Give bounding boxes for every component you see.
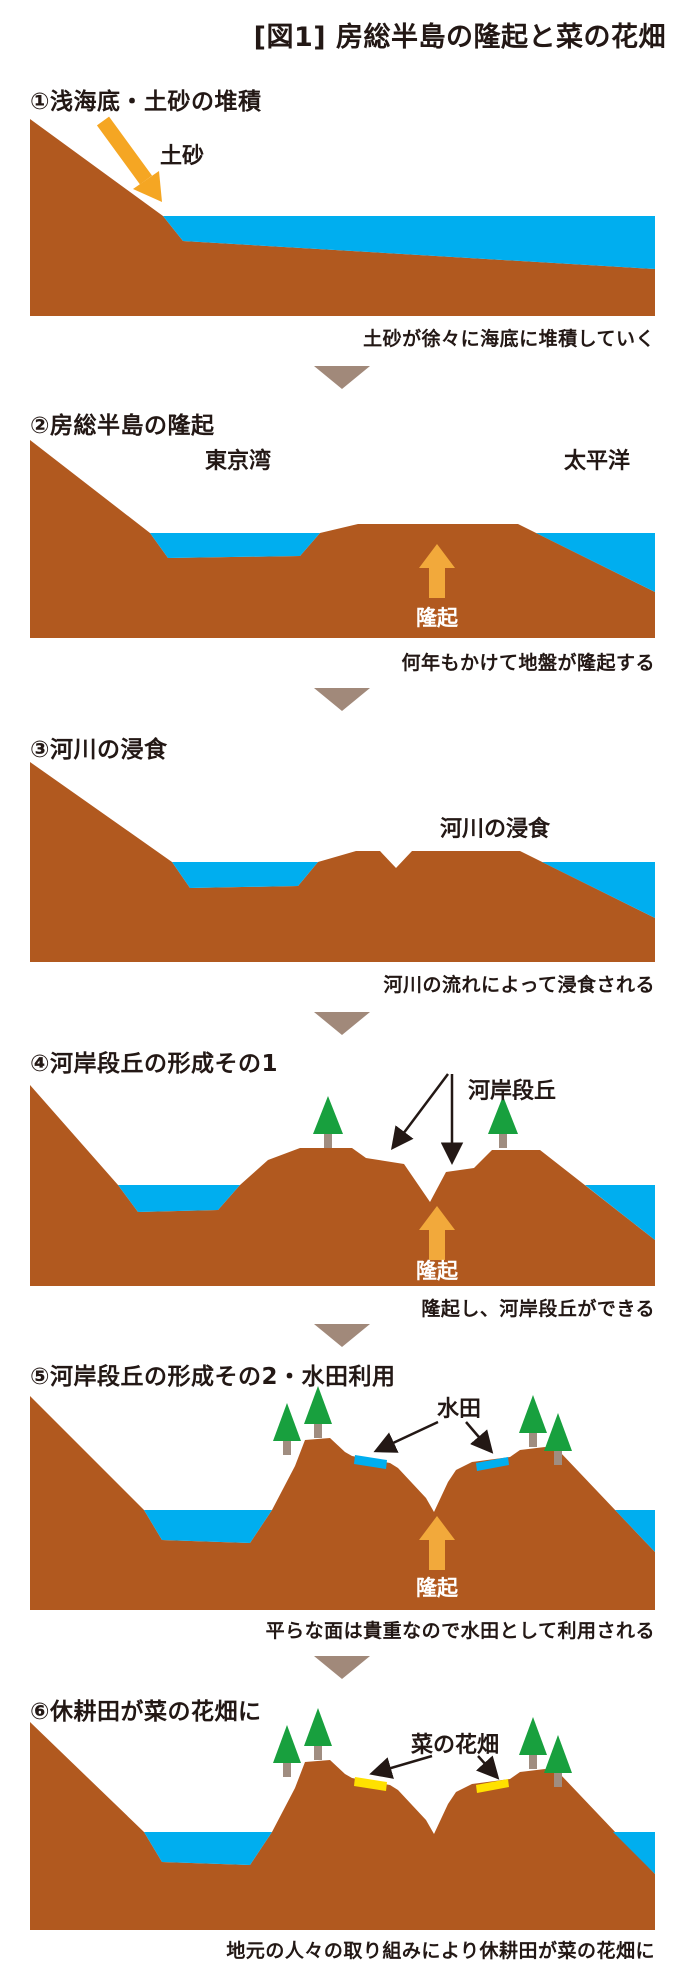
rice-paddy-strip	[354, 1455, 387, 1469]
panel6-heading: ⑥休耕田が菜の花畑に	[30, 1699, 262, 1725]
panel4-caption: 隆起し、河岸段丘ができる	[421, 1298, 655, 1320]
tokyo-bay-label: 東京湾	[205, 448, 271, 474]
step-separator-triangle	[314, 1656, 370, 1679]
paddy-pointer-arrow	[465, 1421, 494, 1454]
rapeseed-field-strip	[476, 1779, 509, 1793]
panel5-bay-water	[144, 1510, 272, 1543]
uplift-arrow	[419, 544, 455, 598]
tree	[519, 1395, 547, 1447]
panel5-diagram: 水田 隆起	[30, 1386, 655, 1610]
panel1-diagram: 土砂	[30, 116, 655, 316]
panel3-bay-water	[172, 862, 318, 888]
panel6-bay-water	[144, 1832, 272, 1865]
step-separator-triangle	[314, 1324, 370, 1347]
flower-field-pointer-arrow	[475, 1755, 500, 1780]
uplift-label: 隆起	[416, 1259, 459, 1283]
panel4-heading: ④河岸段丘の形成その1	[30, 1051, 278, 1077]
panel5-land	[30, 1396, 655, 1610]
figure-title: [図1] 房総半島の隆起と菜の花畑	[253, 22, 666, 53]
paddy-label: 水田	[437, 1397, 481, 1422]
panel3-land	[30, 762, 655, 962]
tree	[488, 1096, 518, 1148]
panel6-land	[30, 1722, 655, 1930]
panel1-caption: 土砂が徐々に海底に堆積していく	[363, 328, 655, 350]
sediment-label: 土砂	[160, 143, 204, 169]
panel2-diagram: 東京湾 太平洋 隆起	[30, 440, 655, 638]
panel4-diagram: 河岸段丘 隆起	[30, 1073, 655, 1286]
uplift-arrow	[419, 1516, 455, 1570]
sediment-arrowhead	[133, 171, 162, 202]
terrace-pointer-arrow	[391, 1073, 449, 1150]
panel2-caption: 何年もかけて地盤が隆起する	[401, 652, 655, 674]
step-separator-triangle	[314, 688, 370, 711]
panel6-pacific-water	[613, 1832, 655, 1874]
panel3-pacific-water	[542, 862, 655, 918]
flower-field-pointer-arrow	[369, 1754, 433, 1779]
panel2-land	[30, 440, 655, 638]
uplift-label: 隆起	[416, 606, 459, 630]
panel5-pacific-water	[615, 1510, 655, 1552]
panel1-land	[30, 119, 655, 316]
panel4-pacific-water	[585, 1185, 655, 1240]
tree	[304, 1386, 332, 1438]
panel3-caption: 河川の流れによって浸食される	[383, 974, 655, 996]
river-terrace-label: 河岸段丘	[468, 1078, 556, 1104]
paddy-pointer-arrow	[373, 1420, 439, 1453]
panel2-pacific-water	[536, 533, 655, 592]
pacific-label: 太平洋	[564, 448, 630, 474]
tree	[273, 1725, 301, 1777]
rice-paddy-strip	[476, 1457, 509, 1471]
panel1-heading: ①浅海底・土砂の堆積	[30, 89, 262, 115]
uplift-arrow	[419, 1206, 455, 1260]
tree	[519, 1717, 547, 1769]
sediment-arrow	[96, 116, 153, 185]
panel6-caption: 地元の人々の取り組みにより休耕田が菜の花畑に	[226, 1940, 655, 1962]
panel4-land	[30, 1085, 655, 1286]
panel3-heading: ③河川の浸食	[30, 737, 168, 763]
panel5-caption: 平らな面は貴重なので水田として利用される	[265, 1620, 655, 1642]
tree	[544, 1735, 572, 1787]
rapeseed-field-strip	[354, 1777, 387, 1791]
panel2-tokyo-bay-water	[150, 533, 320, 558]
tree	[313, 1096, 343, 1148]
panel4-bay-water	[118, 1185, 240, 1212]
panel5-heading: ⑤河岸段丘の形成その2・水田利用	[30, 1364, 396, 1390]
flower-field-label: 菜の花畑	[410, 1732, 499, 1758]
uplift-label: 隆起	[416, 1576, 459, 1600]
tree	[304, 1708, 332, 1760]
panel6-diagram: 菜の花畑	[30, 1708, 655, 1930]
panel3-diagram: 河川の浸食	[30, 762, 655, 962]
step-separator-triangle	[314, 366, 370, 389]
tree	[544, 1413, 572, 1465]
panel1-sea	[163, 216, 655, 269]
panel2-heading: ②房総半島の隆起	[30, 413, 215, 439]
river-erosion-label: 河川の浸食	[440, 816, 551, 842]
tree	[273, 1403, 301, 1455]
step-separator-triangle	[314, 1012, 370, 1035]
